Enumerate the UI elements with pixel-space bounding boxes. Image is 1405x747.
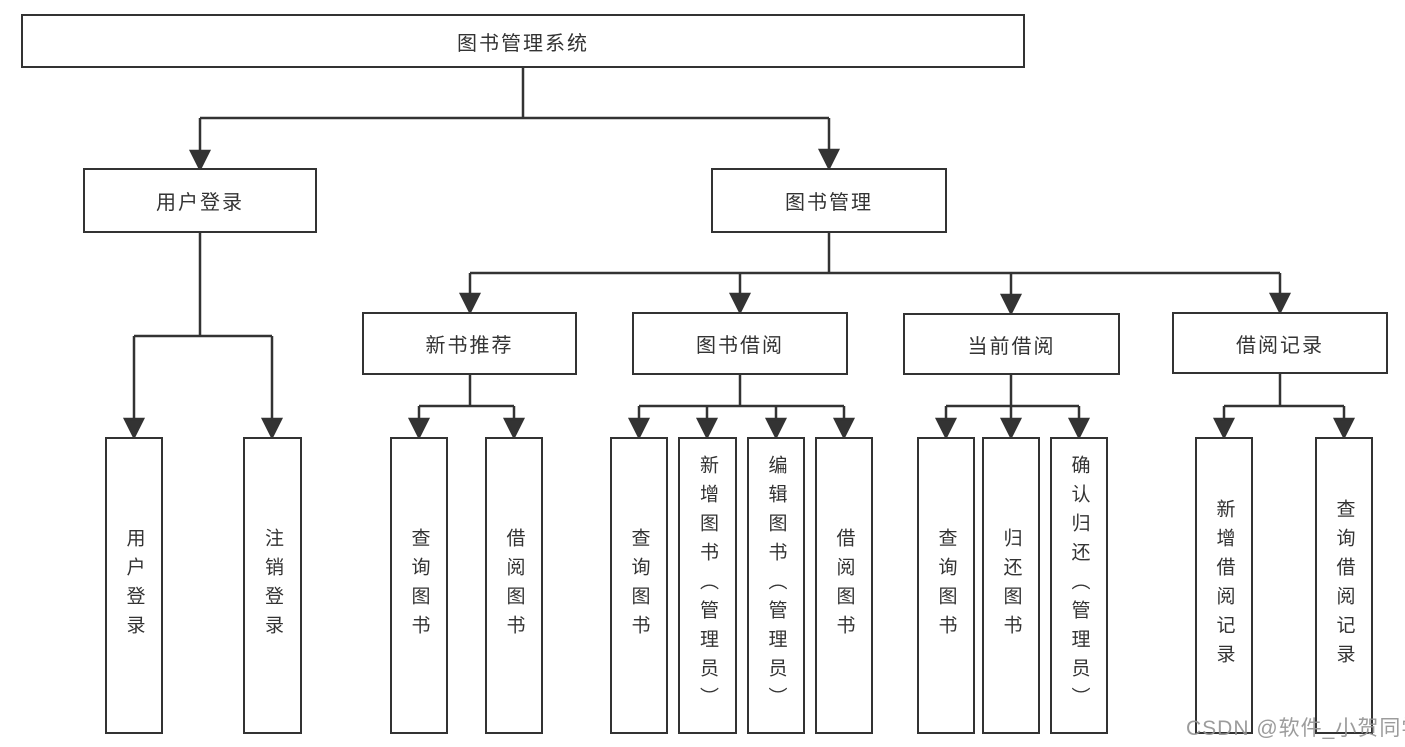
leaf-edit-book-admin: 编辑图书（管理员） [747, 437, 805, 734]
arrowhead [1268, 292, 1292, 315]
arrowhead [458, 292, 482, 315]
leaf-return-book: 归还图书 [982, 437, 1040, 734]
node-user-login-branch: 用户登录 [83, 168, 317, 233]
node-new-book-rec: 新书推荐 [362, 312, 577, 375]
arrowhead [502, 417, 526, 440]
node-label: 查询图书 [628, 527, 650, 644]
node-label: 注销登录 [262, 527, 283, 644]
node-label: 新书推荐 [425, 335, 514, 357]
leaf-borrow-books-rec: 借阅图书 [485, 437, 543, 734]
node-label: 用户登录 [156, 192, 244, 214]
csdn-watermark: CSDN @软件_小贺同学 [1186, 717, 1405, 740]
node-label: 查询图书 [408, 527, 430, 644]
arrowhead [832, 417, 856, 440]
node-label: 新增图书（管理员） [697, 455, 718, 716]
connector-line [637, 375, 846, 420]
arrowhead [728, 292, 752, 315]
leaf-logout: 注销登录 [243, 437, 302, 734]
node-borrow-records: 借阅记录 [1172, 312, 1388, 374]
connector-line [132, 233, 274, 420]
node-label: 图书管理 [785, 192, 873, 214]
arrowhead [627, 417, 651, 440]
leaf-user-login: 用户登录 [105, 437, 163, 734]
node-label: 借阅记录 [1236, 334, 1324, 357]
node-label: 用户登录 [123, 527, 145, 644]
edge-new-book-rec-to-leaves [407, 375, 526, 440]
node-label: 编辑图书（管理员） [765, 455, 787, 716]
arrowhead [695, 417, 719, 440]
leaf-confirm-return-admin: 确认归还（管理员） [1050, 437, 1108, 734]
node-root-system: 图书管理系统 [21, 14, 1025, 68]
arrowhead [999, 417, 1023, 440]
arrowhead [934, 417, 958, 440]
node-label: 当前借阅 [967, 335, 1056, 358]
arrowhead [260, 417, 284, 440]
node-label: 图书管理系统 [457, 32, 589, 55]
connector-line [944, 375, 1081, 420]
edge-book-mgmt-to-sections [458, 233, 1292, 316]
arrowhead [999, 293, 1023, 316]
connector-line [417, 375, 516, 420]
node-label: 查询图书 [935, 527, 957, 644]
connector-line [198, 68, 831, 152]
leaf-query-books-borrow: 查询图书 [610, 437, 668, 734]
arrowhead [1067, 417, 1091, 440]
arrowhead [122, 417, 146, 440]
node-label: 图书借阅 [696, 335, 784, 357]
arrowhead [407, 417, 431, 440]
node-label: 新增借阅记录 [1213, 498, 1235, 673]
arrowhead [188, 149, 212, 172]
node-current-borrow: 当前借阅 [903, 313, 1120, 375]
arrowhead [764, 417, 788, 440]
node-label: 确认归还（管理员） [1068, 455, 1090, 716]
leaf-borrow-books: 借阅图书 [815, 437, 873, 734]
arrowhead [1332, 417, 1356, 440]
leaf-add-borrow-record: 新增借阅记录 [1195, 437, 1253, 734]
connector-line [468, 233, 1282, 296]
edge-user-login-to-leaves [122, 233, 284, 440]
edge-root-to-branches [188, 68, 841, 172]
leaf-query-books-rec: 查询图书 [390, 437, 448, 734]
leaf-query-books-current: 查询图书 [917, 437, 975, 734]
node-label: 借阅图书 [503, 527, 525, 644]
node-label: 归还图书 [1000, 527, 1022, 644]
leaf-add-book-admin: 新增图书（管理员） [678, 437, 737, 734]
arrowhead [1212, 417, 1236, 440]
arrowhead [817, 148, 841, 171]
node-book-borrow: 图书借阅 [632, 312, 848, 375]
leaf-query-borrow-record: 查询借阅记录 [1315, 437, 1373, 734]
edge-borrow-records-to-leaves [1212, 374, 1356, 440]
node-label: 查询借阅记录 [1333, 498, 1355, 673]
edge-current-borrow-to-leaves [934, 375, 1091, 440]
edge-book-borrow-to-leaves [627, 375, 856, 440]
node-book-mgmt-branch: 图书管理 [711, 168, 947, 233]
connector-line [1222, 374, 1346, 420]
node-label: 借阅图书 [833, 527, 855, 644]
